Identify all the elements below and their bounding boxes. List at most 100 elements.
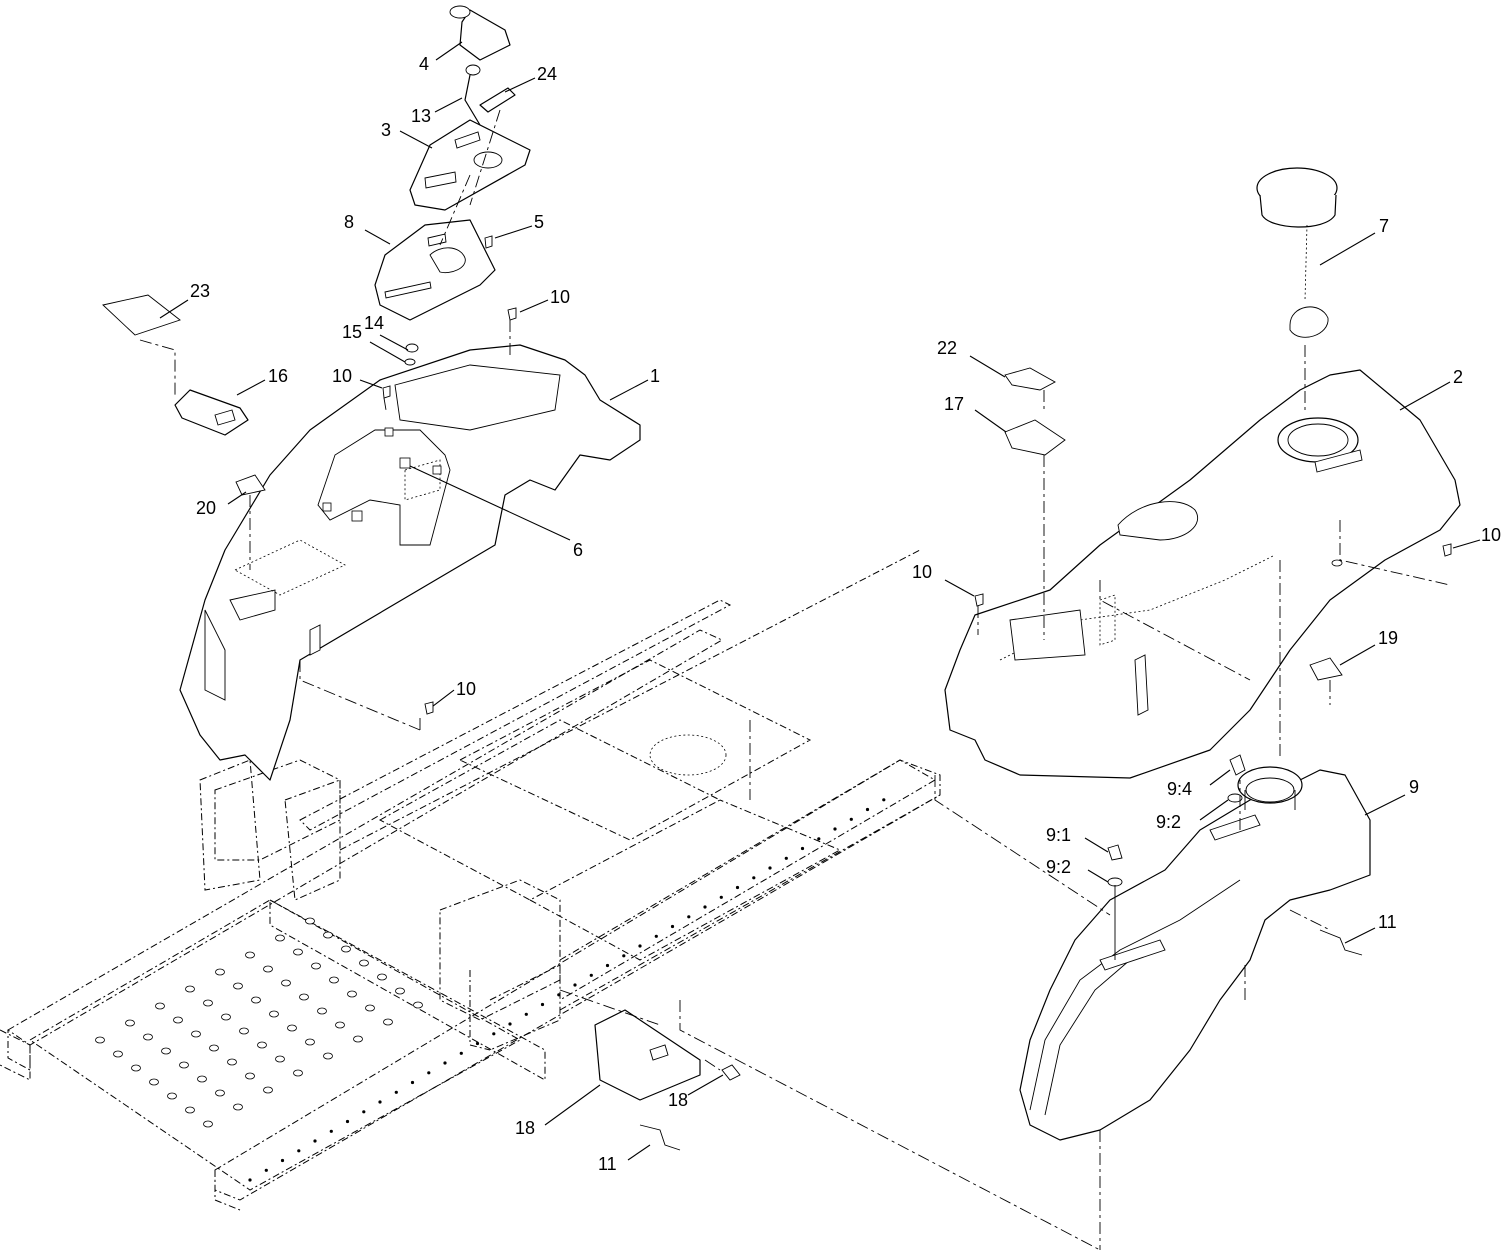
footrest-hole bbox=[269, 1010, 279, 1018]
right-tank-cover bbox=[944, 369, 1461, 779]
frame-hole bbox=[492, 1032, 496, 1036]
footrest-hole bbox=[395, 987, 405, 995]
frame-hole bbox=[378, 1100, 382, 1104]
footrest-hole bbox=[203, 1120, 213, 1128]
footrest-hole bbox=[185, 1106, 195, 1114]
frame-hole bbox=[475, 1041, 480, 1046]
footrest-hole bbox=[293, 1069, 303, 1077]
footrest-hole bbox=[341, 945, 351, 953]
frame-hole bbox=[443, 1061, 447, 1065]
callout-9-2-right: 9:2 bbox=[1156, 812, 1182, 832]
footrest-hole bbox=[275, 934, 285, 942]
footrest-hole bbox=[317, 1007, 327, 1015]
frame-hole bbox=[410, 1080, 415, 1085]
callout-5: 5 bbox=[534, 212, 545, 232]
callout-22: 22 bbox=[937, 338, 958, 358]
footrest-hole bbox=[113, 1050, 123, 1058]
frame-hole bbox=[280, 1158, 285, 1163]
callout-9-2-left: 9:2 bbox=[1046, 857, 1072, 877]
frame-hole bbox=[833, 827, 837, 831]
footrest-hole bbox=[323, 1052, 333, 1060]
chassis-frame bbox=[0, 549, 941, 1211]
frame-hole bbox=[540, 1002, 545, 1007]
footrest-hole bbox=[191, 1030, 201, 1038]
callout-18: 18 bbox=[668, 1090, 689, 1110]
gauge-16 bbox=[1004, 419, 1066, 456]
callout-15: 16 bbox=[268, 366, 289, 386]
bracket-15 bbox=[174, 389, 249, 436]
footrest-hole bbox=[287, 1024, 297, 1032]
frame-hole bbox=[687, 915, 691, 919]
assembly-centerlines bbox=[139, 109, 1451, 1251]
footrest-hole bbox=[377, 973, 387, 981]
leader-lines bbox=[159, 41, 1481, 1161]
callout-9: 9 bbox=[1409, 777, 1420, 797]
fuel-cap bbox=[1256, 167, 1338, 338]
footrest-hole bbox=[305, 1038, 315, 1046]
footrest-hole bbox=[197, 1075, 207, 1083]
footrest-hole bbox=[245, 1072, 255, 1080]
callout-10-e: 10 bbox=[1481, 525, 1502, 545]
clip-11-left bbox=[639, 1124, 681, 1151]
frame-hole bbox=[329, 1129, 333, 1133]
decal-23 bbox=[102, 294, 181, 336]
callout-20: 20 bbox=[196, 498, 217, 518]
footrest-hole bbox=[359, 959, 369, 967]
frame-hole bbox=[394, 1090, 398, 1094]
footrest-hole bbox=[281, 979, 291, 987]
footrest-hole bbox=[215, 968, 225, 976]
frame-hole bbox=[362, 1110, 366, 1114]
frame-hole bbox=[817, 837, 821, 841]
grommet-9-2-right bbox=[1227, 793, 1243, 803]
callout-10-c: 10 bbox=[456, 679, 477, 699]
frame-hole bbox=[670, 924, 675, 929]
frame-hole bbox=[557, 993, 561, 997]
fitting-9-4 bbox=[1229, 754, 1246, 776]
cap-20 bbox=[235, 474, 266, 496]
frame-hole bbox=[654, 934, 658, 938]
footrest-hole bbox=[263, 1086, 273, 1094]
left-console-body bbox=[179, 344, 641, 781]
shift-knob bbox=[449, 5, 511, 61]
callout-14: 15 bbox=[342, 322, 363, 342]
footrest-hole bbox=[167, 1092, 177, 1100]
control-panel-upper bbox=[409, 119, 531, 211]
frame-hole bbox=[524, 1012, 528, 1016]
callout-1: 1 bbox=[650, 366, 661, 386]
frame-hole bbox=[752, 876, 756, 880]
frame-hole bbox=[719, 895, 723, 899]
screws bbox=[382, 235, 1452, 715]
footrest-hole bbox=[347, 990, 357, 998]
callout-16: 17 bbox=[944, 394, 965, 414]
footrest-hole bbox=[209, 1044, 219, 1052]
footrest-hole bbox=[173, 1016, 183, 1024]
frame-hole bbox=[427, 1071, 431, 1075]
callout-11-left: 11 bbox=[598, 1154, 617, 1174]
frame-hole bbox=[882, 798, 886, 802]
frame-holes bbox=[248, 798, 886, 1182]
callout-9-4: 9:4 bbox=[1167, 779, 1193, 799]
footrest-hole bbox=[353, 1035, 363, 1043]
footrest-hole bbox=[161, 1047, 171, 1055]
footrest-hole bbox=[143, 1033, 153, 1041]
lever-rod bbox=[464, 64, 481, 126]
frame-hole bbox=[345, 1119, 350, 1124]
footrest-hole bbox=[251, 996, 261, 1004]
footrest-hole bbox=[215, 1089, 225, 1097]
frame-hole bbox=[264, 1168, 268, 1172]
cap-19 bbox=[1309, 657, 1343, 681]
callout-3: 3 bbox=[381, 120, 392, 140]
gauge-decal-22 bbox=[1004, 367, 1056, 391]
callout-7: 7 bbox=[1379, 216, 1390, 236]
callout-4: 4 bbox=[419, 54, 430, 74]
clip-11-right bbox=[1319, 929, 1363, 956]
frame-hole bbox=[638, 944, 642, 948]
footrest-hole bbox=[335, 1021, 345, 1029]
footrest-hole bbox=[203, 999, 213, 1007]
footrest-hole bbox=[323, 931, 333, 939]
frame-hole bbox=[297, 1149, 301, 1153]
callout-9-1: 9:1 bbox=[1046, 825, 1072, 845]
frame-hole bbox=[573, 983, 577, 987]
footrest-hole bbox=[131, 1064, 141, 1072]
frame-hole bbox=[622, 954, 626, 958]
